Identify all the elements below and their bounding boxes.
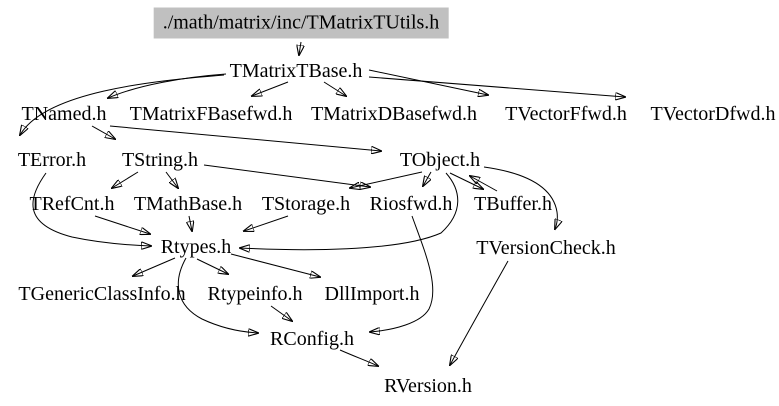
edge-TRefCnt.h-to-Rtypes.h xyxy=(94,215,150,234)
edge-TObject.h-to-TVersionCheck.h xyxy=(483,166,557,229)
edge-TObject.h-to-Riosfwd.h xyxy=(423,171,432,186)
node-TVersionCheck.h[interactable]: TVersionCheck.h xyxy=(476,237,616,259)
edge-Rtypes.h-to-DllImport.h xyxy=(230,253,320,277)
edge-TMatrixTBase.h-to-TVectorFfwd.h xyxy=(368,69,488,95)
node-RVersion.h[interactable]: RVersion.h xyxy=(384,375,472,397)
edge-TObject.h-to-TStorage.h xyxy=(350,171,423,188)
edge-RConfig.h-to-RVersion.h xyxy=(339,349,378,366)
edge-Rtypes.h-to-RConfig.h xyxy=(177,257,258,333)
edge-group xyxy=(20,41,625,366)
node-TString.h[interactable]: TString.h xyxy=(121,149,199,171)
edge-TMatrixTUtils.h-to-TMatrixTBase.h xyxy=(299,41,301,55)
edge-TNamed.h-to-TString.h xyxy=(91,125,115,139)
node-Rtypes.h[interactable]: Rtypes.h xyxy=(160,236,232,258)
edge-TNamed.h-to-TObject.h xyxy=(109,125,381,151)
node-TStorage.h[interactable]: TStorage.h xyxy=(261,193,351,215)
edge-TMatrixTBase.h-to-TVectorDfwd.h xyxy=(368,76,625,97)
edge-TStorage.h-to-Rtypes.h xyxy=(244,215,289,231)
edge-TString.h-to-TMathBase.h xyxy=(165,171,178,188)
root-node-TMatrixTUtils.h: ./math/matrix/inc/TMatrixTUtils.h xyxy=(153,7,449,39)
edge-TVersionCheck.h-to-RVersion.h xyxy=(450,260,509,365)
node-TVectorFfwd.h[interactable]: TVectorFfwd.h xyxy=(505,103,627,125)
node-TRefCnt.h[interactable]: TRefCnt.h xyxy=(29,193,115,215)
edge-TMatrixTBase.h-to-TNamed.h xyxy=(108,73,227,98)
node-TObject.h[interactable]: TObject.h xyxy=(399,149,481,171)
edge-TObject.h-to-TBuffer.h xyxy=(449,172,483,189)
edge-TMatrixTBase.h-to-TMatrixDBasefwd.h xyxy=(323,81,346,96)
edge-TMatrixTBase.h-to-TMatrixFBasefwd.h xyxy=(252,81,289,96)
node-TMatrixTBase.h[interactable]: TMatrixTBase.h xyxy=(229,60,363,82)
edge-TObject.h-to-Rtypes.h xyxy=(240,172,459,250)
node-TNamed.h[interactable]: TNamed.h xyxy=(21,103,107,125)
node-TMatrixFBasefwd.h[interactable]: TMatrixFBasefwd.h xyxy=(129,103,293,125)
node-TMatrixDBasefwd.h[interactable]: TMatrixDBasefwd.h xyxy=(310,103,478,125)
edge-TMathBase.h-to-Rtypes.h xyxy=(189,215,192,231)
node-TGenericClassInfo.h[interactable]: TGenericClassInfo.h xyxy=(18,283,186,305)
edge-TMatrixTBase.h-to-TError.h xyxy=(20,74,225,135)
node-TBuffer.h[interactable]: TBuffer.h xyxy=(474,193,552,215)
edge-TError.h-to-Rtypes.h xyxy=(32,172,151,246)
node-TMathBase.h[interactable]: TMathBase.h xyxy=(133,193,243,215)
edge-Rtypes.h-to-TGenericClassInfo.h xyxy=(133,257,176,276)
node-TError.h[interactable]: TError.h xyxy=(17,149,87,171)
edge-Rtypeinfo.h-to-RConfig.h xyxy=(270,305,292,321)
edge-TBuffer.h-to-TObject.h xyxy=(470,176,498,192)
edge-Riosfwd.h-to-RConfig.h xyxy=(370,215,434,332)
edge-Rtypes.h-to-Rtypeinfo.h xyxy=(196,258,228,274)
node-Riosfwd.h[interactable]: Riosfwd.h xyxy=(369,193,453,215)
edge-TString.h-to-TRefCnt.h xyxy=(112,171,139,188)
node-RConfig.h[interactable]: RConfig.h xyxy=(270,328,354,350)
node-DllImport.h[interactable]: DllImport.h xyxy=(324,283,420,305)
node-TVectorDfwd.h[interactable]: TVectorDfwd.h xyxy=(650,103,776,125)
edge-TString.h-to-Riosfwd.h xyxy=(203,164,370,187)
node-Rtypeinfo.h[interactable]: Rtypeinfo.h xyxy=(207,283,303,305)
